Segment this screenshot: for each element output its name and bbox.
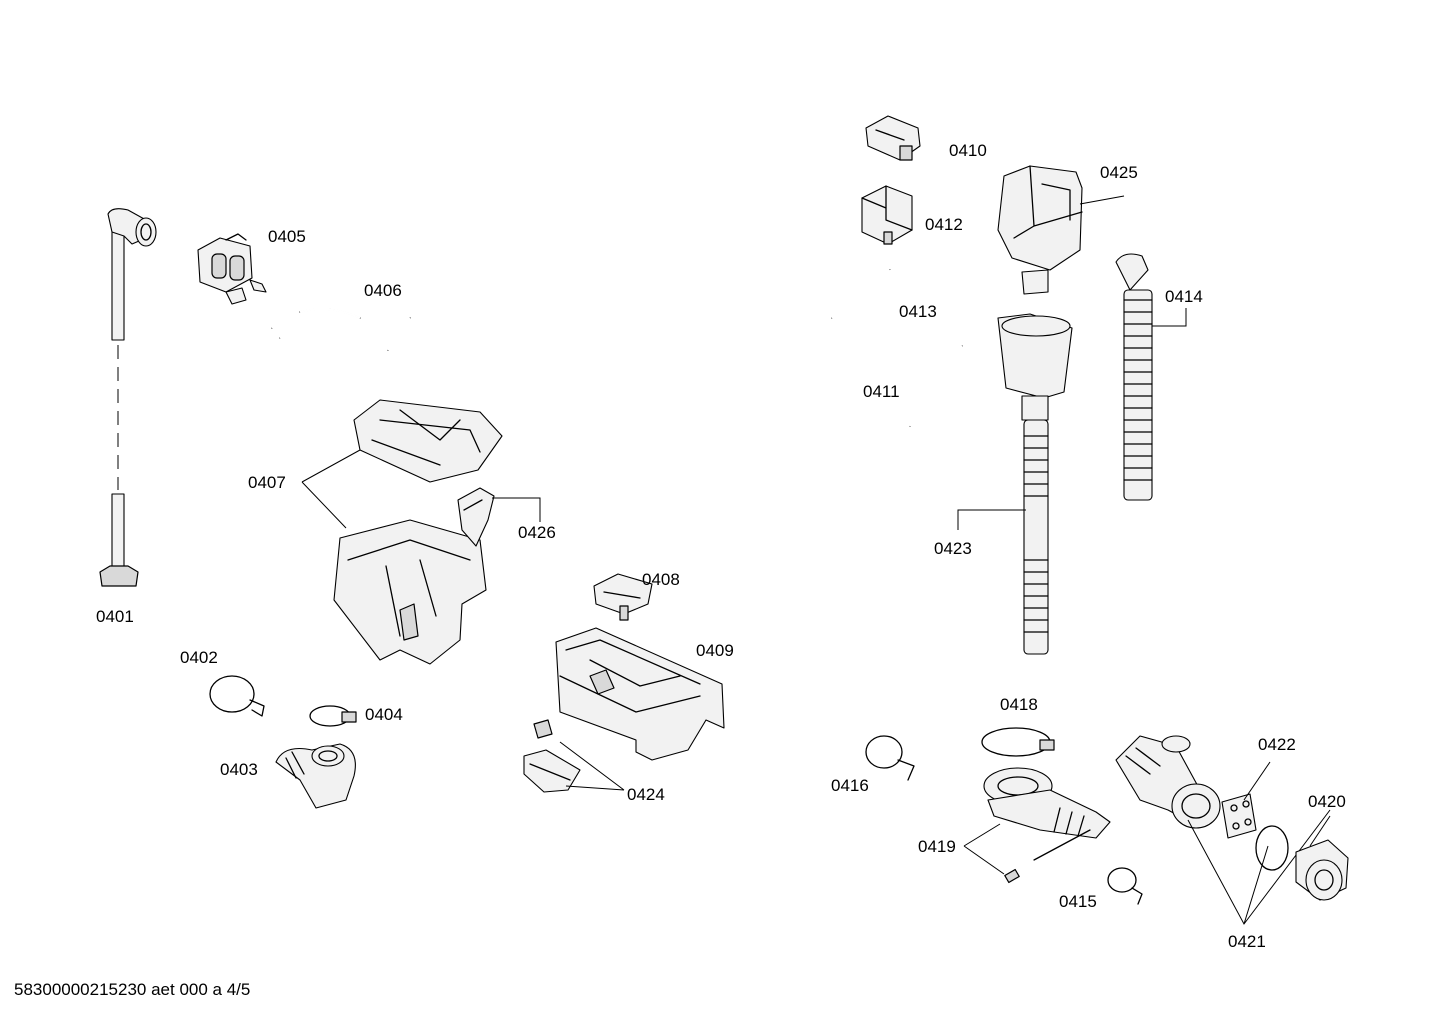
label-0424: 0424 — [627, 785, 665, 804]
label-0403: 0403 — [220, 760, 258, 779]
part-0419-bellow — [983, 767, 1111, 884]
label-0408: 0408 — [642, 570, 680, 589]
part-0406-hoses — [271, 308, 411, 351]
document-code: 58300000215230 aet 000 a 4/5 — [14, 980, 251, 999]
part-0409-detergent-drawer — [555, 627, 725, 761]
part-0412-pressure-switch — [861, 185, 913, 245]
label-0410: 0410 — [949, 141, 987, 160]
label-0402: 0402 — [180, 648, 218, 667]
label-0415: 0415 — [1059, 892, 1097, 911]
label-0406: 0406 — [364, 281, 402, 300]
part-0411-tube — [908, 344, 963, 427]
part-0418-clamp-ring — [981, 727, 1055, 757]
label-0404: 0404 — [365, 705, 403, 724]
label-0413: 0413 — [899, 302, 937, 321]
label-0420: 0420 — [1308, 792, 1346, 811]
part-0421-drain-pump — [1115, 735, 1221, 829]
label-0414: 0414 — [1165, 287, 1203, 306]
part-0416-spring-clamp — [865, 735, 915, 781]
part-0407-dispenser-housing — [333, 399, 503, 665]
part-0410-sensor — [865, 115, 921, 161]
part-0426-flap — [457, 487, 495, 547]
part-0402-clamp-ring — [209, 675, 265, 717]
label-0405: 0405 — [268, 227, 306, 246]
label-0421: 0421 — [1228, 932, 1266, 951]
part-0423-sump-hose — [997, 313, 1073, 655]
label-0411: 0411 — [863, 382, 900, 401]
label-0418: 0418 — [1000, 695, 1038, 714]
part-0414-drain-hose — [1115, 253, 1153, 501]
part-0425-sump-housing — [997, 165, 1083, 295]
part-0422-gasket-plate — [1221, 793, 1257, 839]
part-0403-bellow-connector — [275, 743, 356, 809]
part-0404-clamp — [309, 705, 357, 727]
part-0424-small-parts — [523, 719, 581, 793]
part-0413-tube — [831, 269, 893, 320]
part-0408-siphon — [593, 573, 653, 621]
part-0420-pump-filter — [1255, 825, 1349, 901]
label-0425: 0425 — [1100, 163, 1138, 182]
part-0415-spring-clamp — [1107, 867, 1143, 905]
label-0419: 0419 — [918, 837, 956, 856]
label-0423: 0423 — [934, 539, 972, 558]
part-0405-inlet-valve — [197, 233, 267, 305]
label-0412: 0412 — [925, 215, 963, 234]
label-0401: 0401 — [96, 607, 134, 626]
label-0426: 0426 — [518, 523, 556, 542]
label-0409: 0409 — [696, 641, 734, 660]
label-0407: 0407 — [248, 473, 286, 492]
part-0401-inlet-hose — [99, 208, 157, 587]
label-0416: 0416 — [831, 776, 869, 795]
label-0422: 0422 — [1258, 735, 1296, 754]
